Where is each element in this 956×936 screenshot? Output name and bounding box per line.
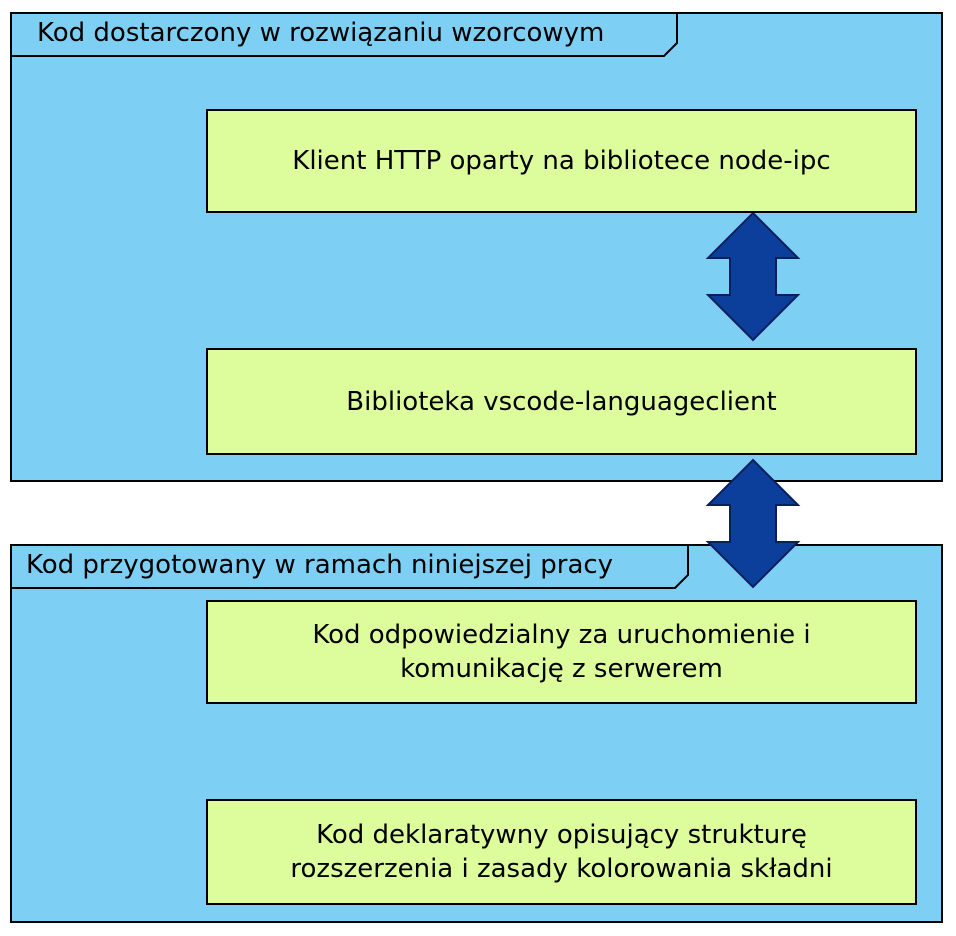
box-vscode-languageclient-text: Biblioteka vscode-languageclient — [346, 386, 777, 417]
group-bottom-label: Kod przygotowany w ramach niniejszej pra… — [26, 550, 614, 580]
box-vscode-languageclient: Biblioteka vscode-languageclient — [206, 348, 917, 455]
double-arrow-icon — [705, 211, 801, 342]
double-arrow-icon — [705, 458, 801, 589]
group-bottom-label-tab — [10, 544, 689, 589]
group-top-label: Kod dostarczony w rozwiązaniu wzorcowym — [37, 18, 605, 48]
group-top-label-tab — [10, 12, 678, 57]
box-declarative-code: Kod deklaratywny opisujący strukturę roz… — [206, 799, 917, 905]
box-declarative-code-text: Kod deklaratywny opisujący strukturę roz… — [290, 820, 833, 884]
box-http-client: Klient HTTP oparty na bibliotece node-ip… — [206, 109, 917, 213]
box-server-communication-text: Kod odpowiedzialny za uruchomienie i kom… — [312, 620, 811, 684]
box-http-client-text: Klient HTTP oparty na bibliotece node-ip… — [292, 146, 831, 176]
box-server-communication: Kod odpowiedzialny za uruchomienie i kom… — [206, 600, 917, 704]
